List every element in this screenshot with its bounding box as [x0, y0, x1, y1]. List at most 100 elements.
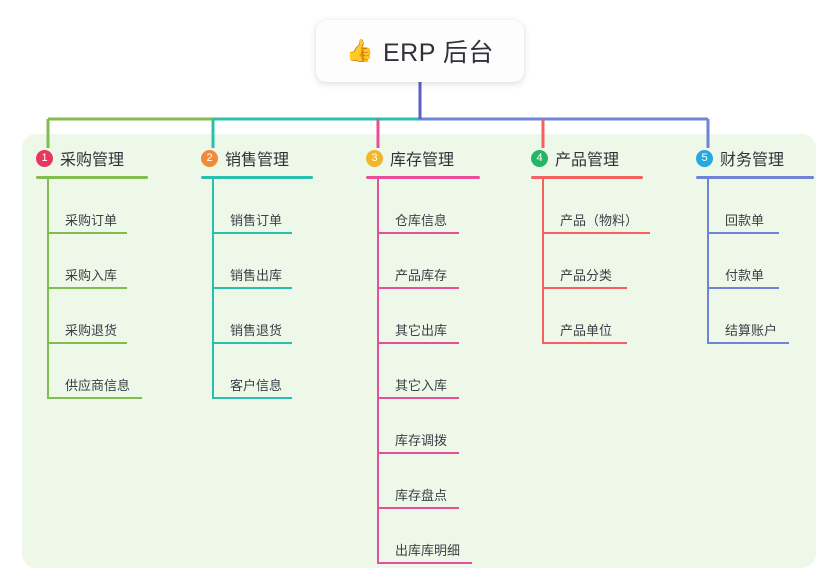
branch-number-badge: 5 — [696, 149, 713, 167]
branch-item-label: 采购退货 — [65, 323, 118, 338]
branch-title: 产品管理 — [555, 152, 620, 169]
branch-item-underline — [212, 287, 292, 289]
branch-header-underline — [696, 176, 814, 179]
branch-item-underline — [377, 287, 459, 289]
branch-item-underline — [377, 452, 459, 454]
branch-item-label: 库存盘点 — [395, 488, 448, 503]
branch-spine — [542, 179, 544, 344]
branch-item[interactable]: 库存盘点 — [366, 454, 516, 509]
branch-item[interactable]: 采购退货 — [36, 289, 186, 344]
branch-item[interactable]: 库存调拨 — [366, 399, 516, 454]
branch-item[interactable]: 销售出库 — [201, 234, 351, 289]
root-node-card[interactable]: 👍 ERP 后台 — [316, 20, 524, 82]
branch-item[interactable]: 采购入库 — [36, 234, 186, 289]
branch-item[interactable]: 其它出库 — [366, 289, 516, 344]
branch-item-underline — [377, 232, 459, 234]
branch-item[interactable]: 回款单 — [696, 179, 839, 234]
branch-item-label: 采购订单 — [65, 213, 118, 228]
branch-spine — [47, 179, 49, 399]
branch-item-underline — [47, 342, 127, 344]
branch-item-label: 销售订单 — [230, 213, 283, 228]
branch-item[interactable]: 销售退货 — [201, 289, 351, 344]
branch-number-badge: 3 — [366, 149, 383, 167]
branch-item[interactable]: 供应商信息 — [36, 344, 186, 399]
branch-item-list: 回款单付款单结算账户 — [696, 179, 839, 344]
branch-item[interactable]: 产品分类 — [531, 234, 681, 289]
branch-title: 库存管理 — [390, 152, 455, 169]
branch-title: 采购管理 — [60, 152, 125, 169]
branch-item-underline — [542, 232, 650, 234]
branch-item[interactable]: 产品单位 — [531, 289, 681, 344]
branch-item-list: 仓库信息产品库存其它出库其它入库库存调拨库存盘点出库库明细 — [366, 179, 516, 564]
branch-item-label: 销售出库 — [230, 268, 283, 283]
branch-header-5[interactable]: 5 财务管理 — [696, 146, 839, 170]
branches-panel-background — [22, 134, 816, 568]
branch-item-underline — [47, 287, 127, 289]
branch-item-underline — [377, 562, 472, 564]
branch-item-underline — [707, 342, 789, 344]
branch-column-5: 5 财务管理回款单付款单结算账户 — [696, 146, 839, 344]
branch-spine — [707, 179, 709, 344]
branch-header-4[interactable]: 4 产品管理 — [531, 146, 681, 170]
branch-item-label: 产品库存 — [395, 268, 448, 283]
branch-header-3[interactable]: 3 库存管理 — [366, 146, 516, 170]
branch-item-underline — [47, 397, 142, 399]
branch-item-label: 回款单 — [725, 213, 765, 228]
branch-item-underline — [212, 342, 292, 344]
branch-item[interactable]: 出库库明细 — [366, 509, 516, 564]
branch-item-underline — [707, 232, 779, 234]
branch-item[interactable]: 结算账户 — [696, 289, 839, 344]
branch-item-list: 销售订单销售出库销售退货客户信息 — [201, 179, 351, 399]
branch-header-underline — [201, 176, 313, 179]
branch-item-label: 库存调拨 — [395, 433, 448, 448]
branch-item-label: 产品分类 — [560, 268, 613, 283]
branch-item[interactable]: 产品（物料） — [531, 179, 681, 234]
branch-column-3: 3 库存管理仓库信息产品库存其它出库其它入库库存调拨库存盘点出库库明细 — [366, 146, 516, 564]
branch-item-underline — [542, 342, 627, 344]
branch-item-label: 结算账户 — [725, 323, 778, 338]
branch-number-badge: 1 — [36, 149, 53, 167]
branch-header-2[interactable]: 2 销售管理 — [201, 146, 351, 170]
branch-item-label: 付款单 — [725, 268, 765, 283]
branch-item[interactable]: 销售订单 — [201, 179, 351, 234]
branch-spine — [212, 179, 214, 399]
branch-column-1: 1 采购管理采购订单采购入库采购退货供应商信息 — [36, 146, 186, 399]
branch-header-1[interactable]: 1 采购管理 — [36, 146, 186, 170]
branch-item-label: 产品（物料） — [560, 213, 639, 228]
branch-item-underline — [377, 507, 459, 509]
branch-item-label: 销售退货 — [230, 323, 283, 338]
branch-item-list: 采购订单采购入库采购退货供应商信息 — [36, 179, 186, 399]
branch-item[interactable]: 产品库存 — [366, 234, 516, 289]
branch-item-underline — [212, 232, 292, 234]
branch-item-list: 产品（物料） 产品分类产品单位 — [531, 179, 681, 344]
branch-item-underline — [47, 232, 127, 234]
thumbs-up-icon: 👍 — [346, 38, 374, 63]
branch-item[interactable]: 仓库信息 — [366, 179, 516, 234]
branch-item-underline — [542, 287, 627, 289]
branch-item-underline — [707, 287, 779, 289]
branch-number-badge: 4 — [531, 149, 548, 167]
branch-column-2: 2 销售管理销售订单销售出库销售退货客户信息 — [201, 146, 351, 399]
branch-item[interactable]: 采购订单 — [36, 179, 186, 234]
branch-item-label: 采购入库 — [65, 268, 118, 283]
branch-item-underline — [377, 342, 459, 344]
branch-item-label: 供应商信息 — [65, 378, 131, 393]
branch-item-label: 其它出库 — [395, 323, 448, 338]
branch-item[interactable]: 客户信息 — [201, 344, 351, 399]
branch-item[interactable]: 付款单 — [696, 234, 839, 289]
branch-column-4: 4 产品管理产品（物料） 产品分类产品单位 — [531, 146, 681, 344]
branch-header-underline — [531, 176, 643, 179]
branch-item-label: 出库库明细 — [395, 543, 461, 558]
branch-header-underline — [366, 176, 480, 179]
branch-title: 财务管理 — [720, 152, 785, 169]
branch-item-underline — [377, 397, 459, 399]
branch-number-badge: 2 — [201, 149, 218, 167]
branch-item[interactable]: 其它入库 — [366, 344, 516, 399]
branch-spine — [377, 179, 379, 564]
branch-item-label: 客户信息 — [230, 378, 283, 393]
branch-item-label: 仓库信息 — [395, 213, 448, 228]
branch-item-underline — [212, 397, 292, 399]
branch-title: 销售管理 — [225, 152, 290, 169]
branch-item-label: 其它入库 — [395, 378, 448, 393]
